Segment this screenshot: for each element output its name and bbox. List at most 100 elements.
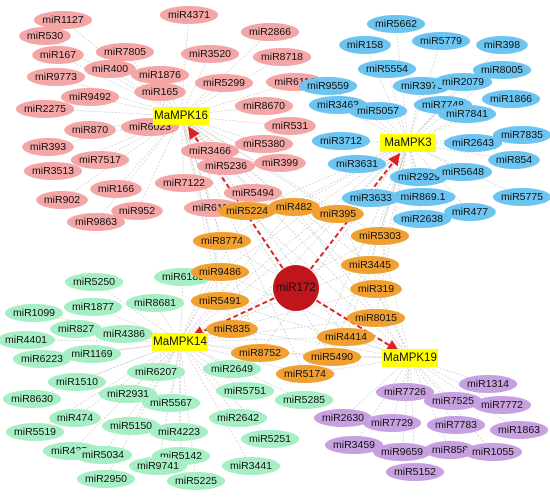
mirna-node-ellipse [443, 134, 503, 152]
mirna-node-ellipse [458, 375, 518, 393]
mirna-node-label: miR8774 [201, 235, 243, 247]
mirna-node-ellipse [73, 446, 133, 464]
edge-miR4223 [178, 341, 181, 433]
mirna-node-label: miR5150 [110, 420, 152, 432]
mirna-node-label: miR2630 [322, 412, 364, 424]
mirna-node-label: miR5519 [14, 426, 56, 438]
mirna-node-label: miR870 [72, 124, 108, 136]
mirna-node-ellipse [426, 416, 486, 434]
mirna-node-label: miR9863 [75, 216, 117, 228]
mirna-node: miR5494 [223, 184, 283, 202]
mirna-node-label: miR4414 [325, 331, 367, 343]
mirna-node-ellipse [424, 441, 476, 459]
mirna-node-ellipse [22, 138, 74, 156]
mirna-node: miR5662 [366, 15, 426, 33]
mirna-node-label: miR3633 [350, 192, 392, 204]
mirna-node-label: miR7835 [501, 129, 543, 141]
mirna-node-label: miR9741 [137, 460, 179, 472]
hub-node-mpk14: MaMPK14 [152, 333, 208, 351]
mirna-node-ellipse [230, 344, 290, 362]
mirna-node: miR5751 [215, 382, 275, 400]
mirna-node-label: miR1169 [71, 348, 112, 360]
mirna-node-label: miR5554 [366, 63, 408, 75]
mirna-node-label: miR8630 [11, 393, 53, 405]
mirna-node-ellipse [492, 188, 550, 206]
mirna-node: miR7729 [362, 414, 422, 432]
mirna-node: miR9659 [372, 443, 432, 461]
mirna-node: miR5490 [302, 348, 362, 366]
mirna-node: miR398 [476, 36, 528, 54]
mirna-node: miR2866 [240, 23, 300, 41]
edge-miR5554 [386, 68, 409, 144]
mirna-node: miR8752 [230, 344, 290, 362]
mirna-node-ellipse [433, 163, 493, 181]
mirna-node-ellipse [206, 320, 258, 338]
mirna-node-ellipse [264, 117, 316, 135]
center-node-circle [273, 265, 319, 311]
mirna-node-label: miR1510 [56, 376, 98, 388]
mirna-node-label: miR3459 [333, 439, 375, 451]
mirna-node: miR7783 [426, 416, 486, 434]
mirna-node: miR5251 [240, 430, 300, 448]
hub-node-label: MaMPK3 [384, 137, 431, 149]
edge-miR319-mpk19 [375, 288, 411, 359]
mirna-node-ellipse [385, 463, 445, 481]
mirna-node-label: miR3631 [336, 158, 378, 170]
mirna-node: miR5225 [166, 472, 226, 490]
mirna-node: miR9486 [190, 263, 250, 281]
mirna-node: miR5380 [234, 135, 294, 153]
edge-miR3520 [180, 53, 211, 117]
mirna-node-ellipse [180, 45, 240, 63]
mirna-node: miR7805 [95, 43, 155, 61]
mirna-node: miR870 [64, 121, 116, 139]
mirna-node: miR5034 [73, 446, 133, 464]
mirna-node-ellipse [26, 68, 86, 86]
mirna-node-label: miR1863 [498, 424, 540, 436]
edge-miR7729 [391, 357, 411, 424]
mirna-node-label: miR158 [347, 39, 383, 51]
mirna-node-label: miR4386 [103, 328, 145, 340]
mirna-node-ellipse [202, 360, 262, 378]
mirna-node-ellipse [223, 184, 283, 202]
mirna-node: miR6223 [12, 350, 72, 368]
mirna-node-ellipse [348, 102, 408, 120]
mirna-node-ellipse [298, 77, 358, 95]
mirna-node-label: miR4401 [5, 334, 47, 346]
edge-miR8752-mpk3 [259, 142, 409, 354]
edge-miR5150 [130, 341, 181, 427]
mirna-node-label: miR858 [432, 444, 468, 456]
mirna-node-label: miR8005 [481, 64, 523, 76]
mirna-node: miR8630 [2, 390, 62, 408]
mirna-node-label: miR165 [142, 86, 178, 98]
mirna-node-ellipse [19, 27, 71, 45]
mirna-node-label: miR5285 [283, 394, 325, 406]
mirna-node-label: miR5057 [357, 105, 399, 117]
edge-miR5224-mpk19 [246, 210, 411, 359]
mirna-node-ellipse [60, 88, 120, 106]
mirna-node-label: miR7772 [481, 399, 523, 411]
mirna-node-ellipse [76, 470, 136, 488]
mirna-node: miR2643 [443, 134, 503, 152]
mirna-node-ellipse [472, 61, 532, 79]
mirna-node-ellipse [390, 188, 456, 206]
mirna-node-label: miR8752 [239, 347, 281, 359]
mirna-node: miR858 [424, 441, 476, 459]
mirna-node-ellipse [194, 74, 254, 92]
mirna-node: miR5299 [194, 74, 254, 92]
mirna-node: miR482 [268, 198, 320, 216]
mirna-node-ellipse [90, 180, 142, 198]
mirna-node: miR400 [84, 60, 136, 78]
mirna-node-ellipse [33, 11, 93, 29]
mirna-node-label: miR7726 [384, 386, 426, 398]
edge-miR7783 [409, 357, 457, 426]
mirna-node-label: miR2275 [24, 103, 66, 115]
mirna-node-label: miR2649 [211, 363, 253, 375]
mirna-node: miR1314 [458, 375, 518, 393]
mirna-node: miR6207 [126, 363, 186, 381]
mirna-node-ellipse [274, 391, 334, 409]
mirna-node-label: miR1877 [72, 301, 114, 313]
mirna-node-ellipse [12, 350, 72, 368]
mirna-node: miR2275 [15, 100, 75, 118]
mirna-node: miR5224 [217, 202, 277, 220]
